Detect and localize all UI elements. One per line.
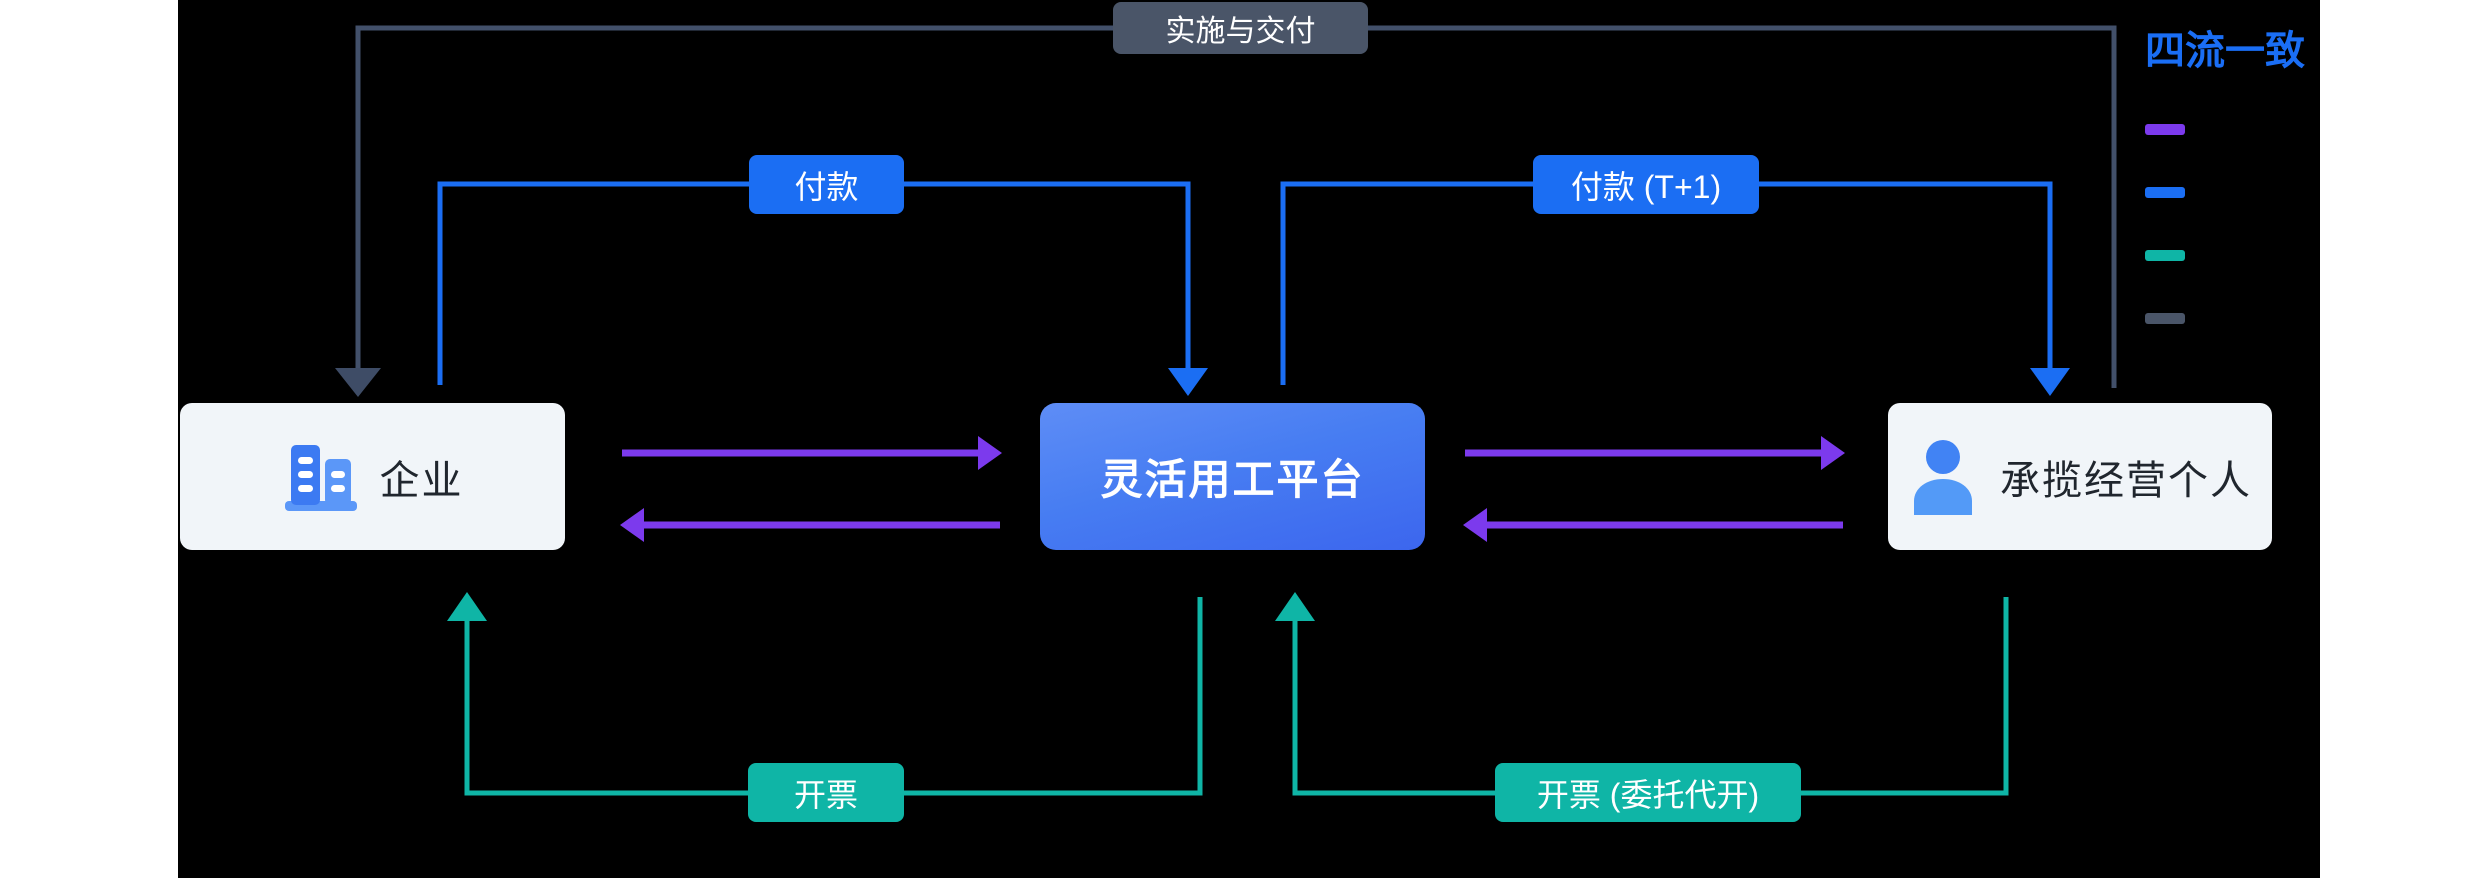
diagram-canvas: 实施与交付 付款 付款 (T+1) 开票 开票 (委托代开) bbox=[178, 0, 2320, 878]
payment-arrowhead-down-icon bbox=[1168, 368, 1208, 396]
node-platform: 灵活用工平台 bbox=[1040, 403, 1425, 550]
legend-swatch-purple bbox=[2145, 124, 2185, 135]
legend-swatch-slate bbox=[2145, 313, 2185, 324]
delivery-line bbox=[355, 25, 2117, 388]
edge-label-invoice: 开票 bbox=[748, 763, 904, 822]
edge-label-delivery: 实施与交付 bbox=[1113, 2, 1368, 54]
edge-label-invoice-proxy: 开票 (委托代开) bbox=[1495, 763, 1801, 822]
edge-payment-t1 bbox=[1280, 181, 2070, 396]
edge-delivery bbox=[335, 25, 2117, 397]
contract-arrowhead-left-icon bbox=[1463, 508, 1487, 542]
invoice-proxy-arrowhead-up-icon bbox=[1275, 592, 1315, 621]
edge-label-payment-text: 付款 bbox=[794, 168, 859, 205]
node-individual-label: 承揽经营个人 bbox=[2000, 458, 2252, 503]
delivery-arrowhead-down-icon bbox=[335, 368, 381, 397]
node-individual: 承揽经营个人 bbox=[1888, 403, 2272, 550]
legend-swatch-blue bbox=[2145, 187, 2185, 198]
edge-contract-left-pair bbox=[620, 436, 1002, 542]
building-icon bbox=[284, 444, 357, 511]
legend-title: 四流一致 bbox=[2145, 29, 2305, 73]
node-enterprise: 企业 bbox=[180, 403, 565, 550]
edge-contract-right-pair bbox=[1463, 436, 1845, 542]
edge-label-payment-t1-text: 付款 (T+1) bbox=[1570, 168, 1722, 205]
payment-line bbox=[437, 181, 1191, 385]
edge-label-invoice-text: 开票 bbox=[793, 776, 858, 813]
contract-arrowhead-right-icon bbox=[1821, 436, 1845, 470]
edge-label-payment: 付款 bbox=[749, 155, 904, 214]
payment-t1-arrowhead-down-icon bbox=[2030, 368, 2070, 396]
contract-arrowhead-right-icon bbox=[978, 436, 1002, 470]
node-platform-label: 灵活用工平台 bbox=[1100, 456, 1365, 503]
node-enterprise-label: 企业 bbox=[379, 458, 464, 503]
edge-label-payment-t1: 付款 (T+1) bbox=[1533, 155, 1759, 214]
legend: 四流一致 bbox=[2145, 18, 2320, 324]
edge-label-delivery-text: 实施与交付 bbox=[1165, 15, 1316, 48]
edge-label-invoice-proxy-text: 开票 (委托代开) bbox=[1536, 776, 1760, 813]
person-icon bbox=[1914, 439, 1972, 515]
edge-payment bbox=[437, 181, 1208, 396]
invoice-arrowhead-up-icon bbox=[447, 592, 487, 621]
contract-arrowhead-left-icon bbox=[620, 508, 644, 542]
payment-t1-line bbox=[1280, 181, 2053, 385]
legend-swatch-teal bbox=[2145, 250, 2185, 261]
